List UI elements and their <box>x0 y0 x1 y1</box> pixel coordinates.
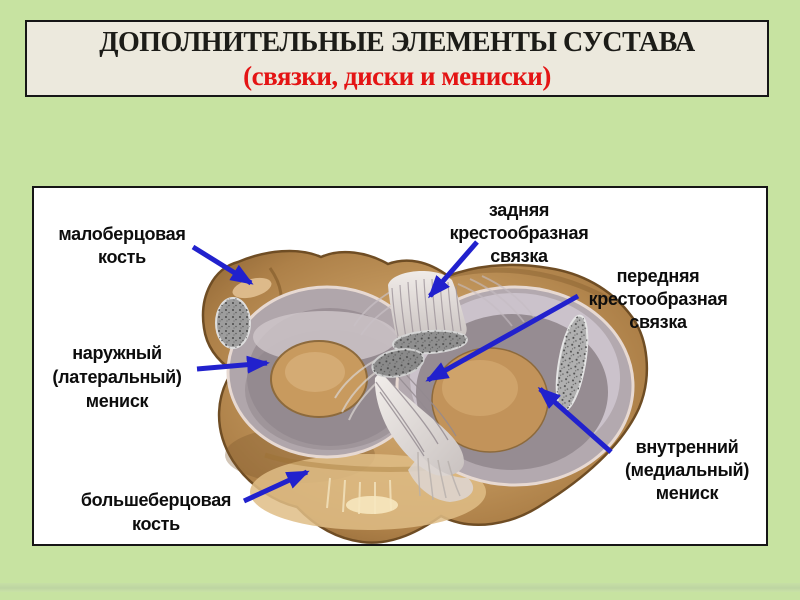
label-anterior-cruciate-ligament: передняя крестообразная связка <box>588 266 728 332</box>
slide-title-box: ДОПОЛНИТЕЛЬНЫЕ ЭЛЕМЕНТЫ СУСТАВА (связки,… <box>25 20 769 97</box>
label-fibula: малоберцовая кость <box>58 224 186 267</box>
bottom-edge-band <box>0 583 800 592</box>
label-lateral-meniscus: наружный (латеральный) мениск <box>52 343 182 411</box>
label-tibia: большеберцовая кость <box>80 490 232 534</box>
slide-title: ДОПОЛНИТЕЛЬНЫЕ ЭЛЕМЕНТЫ СУСТАВА <box>99 26 695 58</box>
slide-subtitle: (связки, диски и мениски) <box>243 60 551 91</box>
label-posterior-cruciate-ligament: задняя крестообразная связка <box>449 200 589 266</box>
label-medial-meniscus: внутренний (медиальный) мениск <box>624 437 750 503</box>
